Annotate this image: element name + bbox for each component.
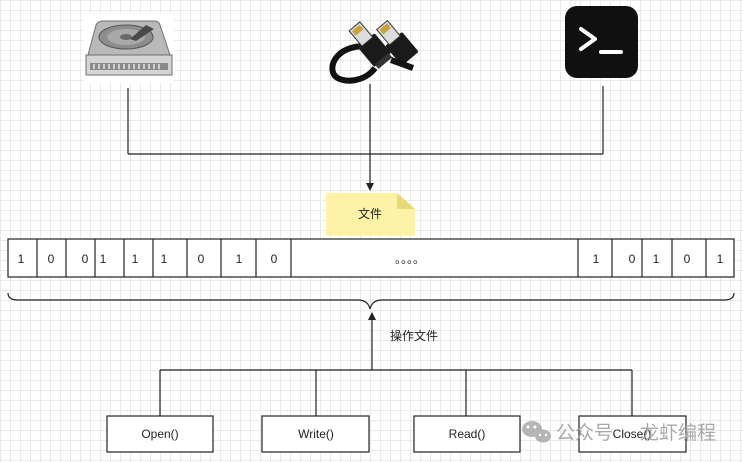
function-write: Write() xyxy=(261,415,370,453)
bit-cell: 1 xyxy=(593,252,600,266)
bit-cell: 0 xyxy=(82,252,89,266)
function-label: Close() xyxy=(613,427,652,441)
function-label: Write() xyxy=(298,427,334,441)
hard-disk-icon xyxy=(84,13,174,83)
function-read: Read() xyxy=(413,415,521,453)
bit-cell: 1 xyxy=(717,252,724,266)
watermark: 公众号 龙虾编程 xyxy=(522,421,716,444)
bit-cell: 1 xyxy=(236,252,243,266)
network-cable-icon xyxy=(329,19,418,84)
bit-cell: 0 xyxy=(629,252,636,266)
function-open: Open() xyxy=(106,415,214,453)
function-label: Open() xyxy=(141,427,178,441)
file-note-label: 文件 xyxy=(358,206,382,221)
watermark-brand: 公众号 xyxy=(556,422,613,444)
bit-cell: 1 xyxy=(18,252,25,266)
operation-connectors xyxy=(159,312,633,416)
bit-ellipsis: 。。。。 xyxy=(395,252,425,266)
terminal-icon xyxy=(565,6,638,78)
bit-strip: 1 0 0 1 1 1 0 1 0 。。。。 1 0 1 0 1 xyxy=(7,238,735,278)
bit-cell: 1 xyxy=(653,252,660,266)
bit-cell: 1 xyxy=(161,252,168,266)
function-close: Close() xyxy=(578,415,687,453)
bit-cell: 1 xyxy=(100,252,107,266)
file-note: 文件 xyxy=(326,193,415,236)
strip-brace xyxy=(7,292,735,310)
bit-cell: 0 xyxy=(198,252,205,266)
wechat-icon xyxy=(522,421,551,443)
watermark-name: 龙虾编程 xyxy=(640,422,716,444)
bit-cell: 0 xyxy=(271,252,278,266)
bit-cell: 0 xyxy=(48,252,55,266)
operations-label: 操作文件 xyxy=(390,328,438,343)
device-connectors xyxy=(127,84,604,191)
bit-cell: 1 xyxy=(132,252,139,266)
function-label: Read() xyxy=(449,427,486,441)
bit-cell: 0 xyxy=(684,252,691,266)
